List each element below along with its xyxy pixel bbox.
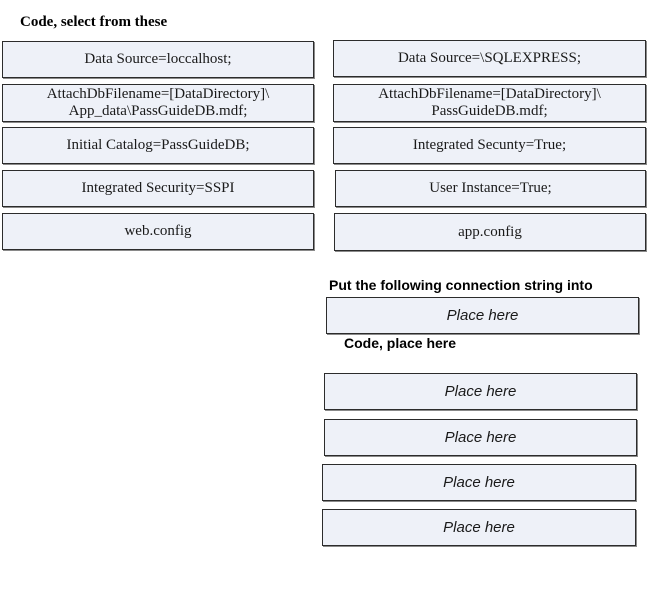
source-item-text: web.config <box>124 223 192 239</box>
source-item-text: Integrated Secunty=True; <box>412 137 567 153</box>
code-target-heading: Code, place here <box>344 335 457 351</box>
source-item-app-config[interactable]: app.config <box>334 213 646 251</box>
code-drop-slot-1[interactable]: Place here <box>324 373 637 410</box>
file-target-heading: Put the following connection string into <box>329 277 593 293</box>
source-item-attachdb-app-data[interactable]: AttachDbFilename=[DataDirectory]\ App_da… <box>2 84 314 122</box>
source-item-text: AttachDbFilename=[DataDirectory]\ <box>378 86 601 102</box>
source-item-attachdb-root[interactable]: AttachDbFilename=[DataDirectory]\ PassGu… <box>333 84 646 122</box>
source-item-integrated-security-true[interactable]: Integrated Secunty=True; <box>333 127 646 164</box>
source-item-web-config[interactable]: web.config <box>2 213 314 250</box>
source-heading: Code, select from these <box>20 14 168 30</box>
source-item-text: User Instance=True; <box>429 180 552 196</box>
source-item-text: AttachDbFilename=[DataDirectory]\ <box>46 86 270 102</box>
source-item-data-source-localhost[interactable]: Data Source=loccalhost; <box>2 41 314 78</box>
source-item-initial-catalog[interactable]: Initial Catalog=PassGuideDB; <box>2 127 314 164</box>
code-drop-slot-3[interactable]: Place here <box>322 464 636 501</box>
source-item-data-source-sqlexpress[interactable]: Data Source=\SQLEXPRESS; <box>333 40 646 77</box>
code-drop-slot-4[interactable]: Place here <box>322 509 636 546</box>
source-item-text: app.config <box>458 223 522 240</box>
source-item-text: PassGuideDB.mdf; <box>431 103 548 119</box>
source-item-text: Data Source=loccalhost; <box>84 51 232 67</box>
source-item-text: Data Source=\SQLEXPRESS; <box>397 50 582 66</box>
source-item-text: App_data\PassGuideDB.mdf; <box>68 103 248 119</box>
file-drop-slot[interactable]: Place here <box>326 297 639 334</box>
code-drop-slot-2[interactable]: Place here <box>324 419 637 456</box>
source-item-text: Initial Catalog=PassGuideDB; <box>66 137 250 153</box>
source-item-integrated-security-sspi[interactable]: Integrated Security=SSPI <box>2 170 314 207</box>
source-item-text: Integrated Security=SSPI <box>81 180 235 196</box>
source-item-user-instance[interactable]: User Instance=True; <box>335 170 646 207</box>
